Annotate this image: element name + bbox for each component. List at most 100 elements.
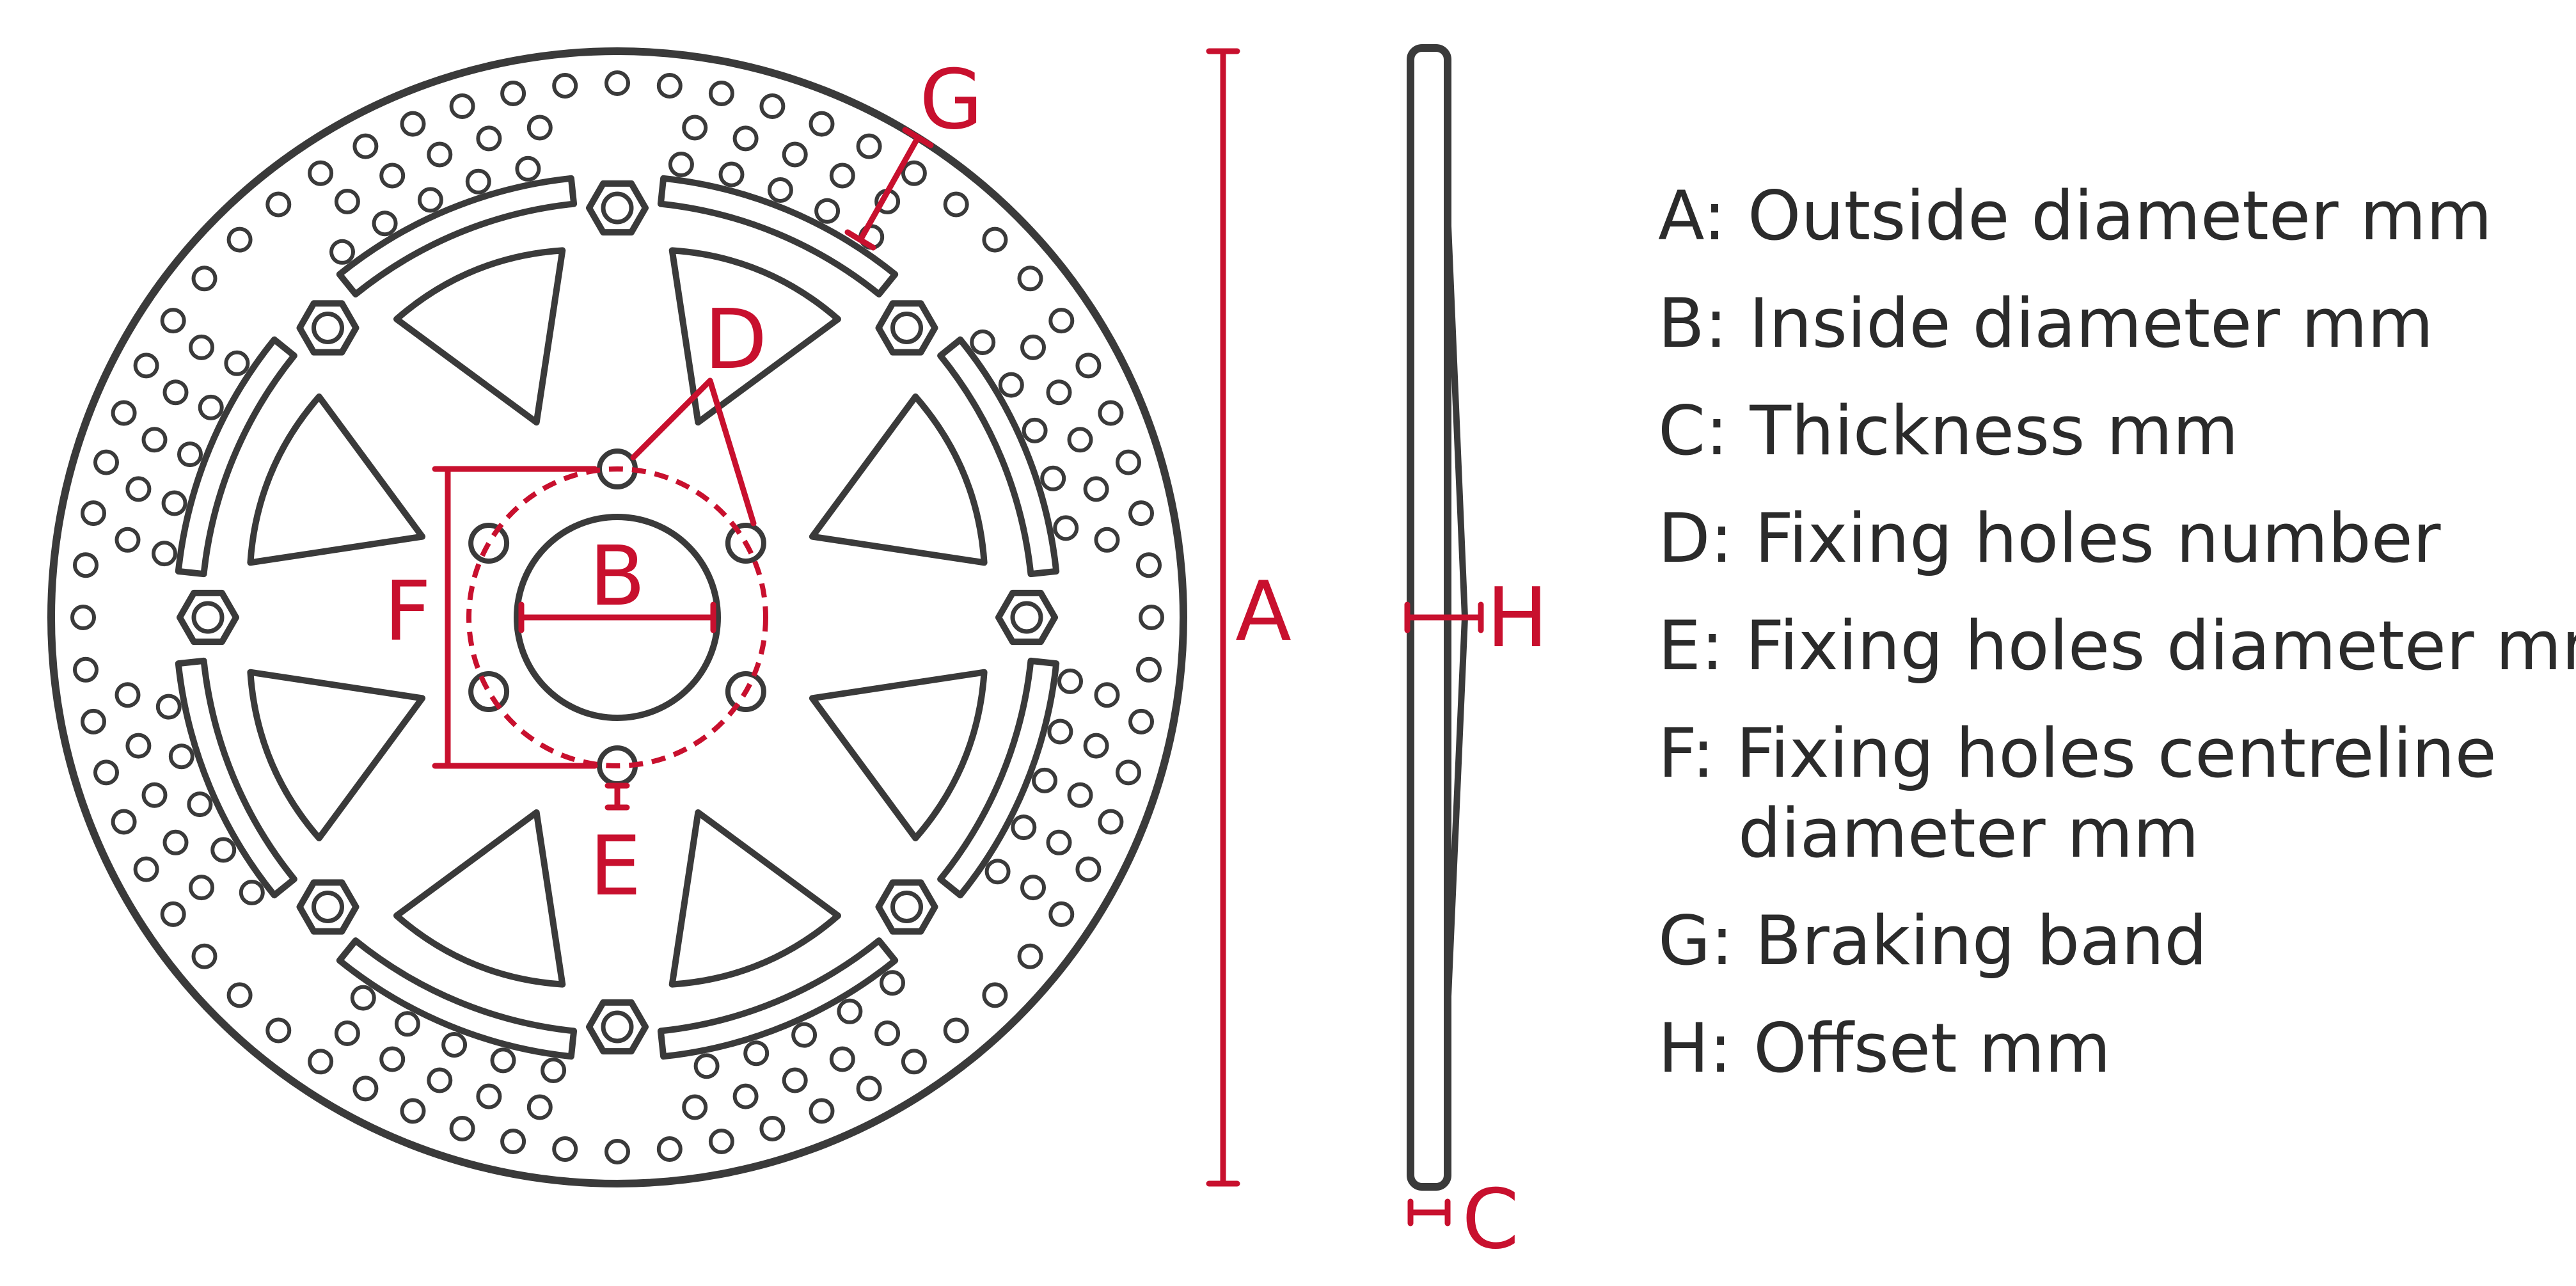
drill-hole	[1046, 379, 1072, 406]
drill-hole	[1075, 353, 1102, 379]
drill-hole	[115, 682, 141, 708]
drill-hole	[352, 1076, 379, 1102]
drill-hole	[93, 759, 119, 786]
floating-button-pin	[601, 191, 634, 225]
dim-g-tick-inner	[844, 229, 876, 251]
drill-hole	[874, 1020, 901, 1046]
carrier-window	[393, 809, 566, 988]
legend-item-b: B: Inside diameter mm	[1658, 284, 2434, 363]
carrier-tab	[175, 657, 297, 899]
drill-hole	[1020, 334, 1046, 360]
drill-hole	[152, 541, 177, 567]
drill-hole	[708, 81, 734, 106]
dim-label-c: C	[1462, 1172, 1519, 1267]
dim-label-e: E	[590, 819, 642, 914]
carrier-window	[247, 393, 426, 566]
drill-hole	[732, 125, 759, 152]
drill-hole	[718, 161, 745, 187]
fixing-hole	[725, 671, 766, 712]
drill-hole	[400, 1098, 426, 1124]
drill-hole	[168, 743, 194, 770]
drill-hole	[1128, 708, 1154, 734]
drill-hole	[1057, 668, 1083, 694]
drill-hole	[155, 694, 182, 720]
drill-hole	[191, 943, 217, 969]
drill-hole	[160, 308, 186, 334]
drill-hole	[1017, 943, 1043, 969]
drill-hole	[791, 1022, 818, 1048]
drill-hole	[829, 1046, 855, 1072]
fixing-hole	[468, 523, 510, 564]
drill-hole	[162, 379, 189, 406]
floating-button	[296, 879, 360, 935]
drill-hole	[449, 1116, 475, 1141]
floating-button	[586, 180, 649, 236]
drill-hole	[732, 1083, 759, 1109]
drill-hole	[308, 160, 334, 186]
dim-label-b: B	[589, 529, 645, 624]
floating-button-pin	[601, 1010, 634, 1044]
dim-label-a: A	[1235, 564, 1292, 660]
drill-hole	[998, 372, 1024, 398]
drill-hole	[1098, 809, 1124, 835]
floating-button-pin	[890, 891, 923, 923]
drill-hole	[210, 837, 237, 863]
drill-hole	[1022, 417, 1048, 443]
drill-hole	[552, 1136, 578, 1162]
drill-hole	[880, 970, 905, 996]
drill-hole	[417, 187, 443, 213]
carrier-window	[393, 247, 566, 426]
floating-button	[296, 300, 360, 356]
legend: A: Outside diameter mm B: Inside diamete…	[1658, 176, 2576, 1116]
drill-hole	[1094, 682, 1120, 708]
drill-hole	[224, 350, 250, 376]
drill-hole	[500, 1129, 526, 1154]
drill-hole	[394, 1011, 420, 1037]
floating-button-pin	[1010, 601, 1043, 634]
drill-hole	[982, 226, 1008, 253]
drill-hole	[73, 656, 99, 683]
floating-button	[586, 999, 649, 1055]
drill-hole	[427, 141, 453, 168]
floating-button	[875, 300, 938, 356]
drill-hole	[1067, 427, 1093, 453]
drill-hole	[111, 809, 137, 835]
drill-hole	[656, 73, 683, 99]
carrier-window	[247, 669, 426, 841]
floating-button-pin	[312, 891, 344, 923]
drill-hole	[198, 394, 224, 420]
drill-hole	[1139, 605, 1164, 630]
floating-button-pin	[191, 601, 225, 634]
drill-hole	[782, 141, 808, 168]
drill-hole	[141, 782, 168, 808]
drill-hole	[400, 111, 426, 137]
floating-button	[177, 589, 239, 646]
drill-hole	[743, 1040, 770, 1067]
floating-button	[875, 879, 938, 935]
drill-hole	[379, 1046, 406, 1072]
drill-hole	[226, 226, 253, 253]
dimension-annotations	[432, 48, 1484, 1226]
drill-hole	[656, 1136, 683, 1162]
drill-hole	[682, 115, 708, 141]
dim-g-tick-outer	[902, 127, 934, 148]
legend-item-c: C: Thickness mm	[1658, 392, 2239, 470]
dim-d-leader-1	[630, 377, 713, 461]
drill-hole	[1020, 875, 1046, 901]
fixing-hole	[468, 671, 510, 712]
drill-hole	[809, 1098, 835, 1124]
dim-label-d: D	[704, 292, 768, 388]
drill-hole	[427, 1067, 453, 1093]
drill-hole	[526, 1094, 553, 1120]
drill-hole	[141, 427, 168, 453]
drill-hole	[1032, 767, 1057, 793]
drill-hole	[809, 111, 835, 137]
drill-hole	[526, 115, 553, 141]
floating-button-pin	[890, 312, 923, 344]
drill-hole	[189, 334, 214, 360]
drill-hole	[982, 982, 1008, 1008]
drill-hole	[81, 500, 106, 527]
carrier-window	[809, 393, 988, 566]
drill-hole	[814, 198, 841, 224]
